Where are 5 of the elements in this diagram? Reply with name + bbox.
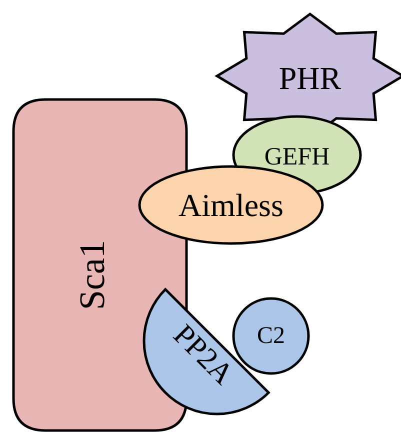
protein-label: Aimless [178, 189, 284, 221]
protein-label: C2 [257, 324, 285, 348]
protein-label: PHR [278, 62, 342, 94]
protein-label: Sca1 [74, 240, 110, 310]
protein-label: GEFH [264, 144, 330, 170]
